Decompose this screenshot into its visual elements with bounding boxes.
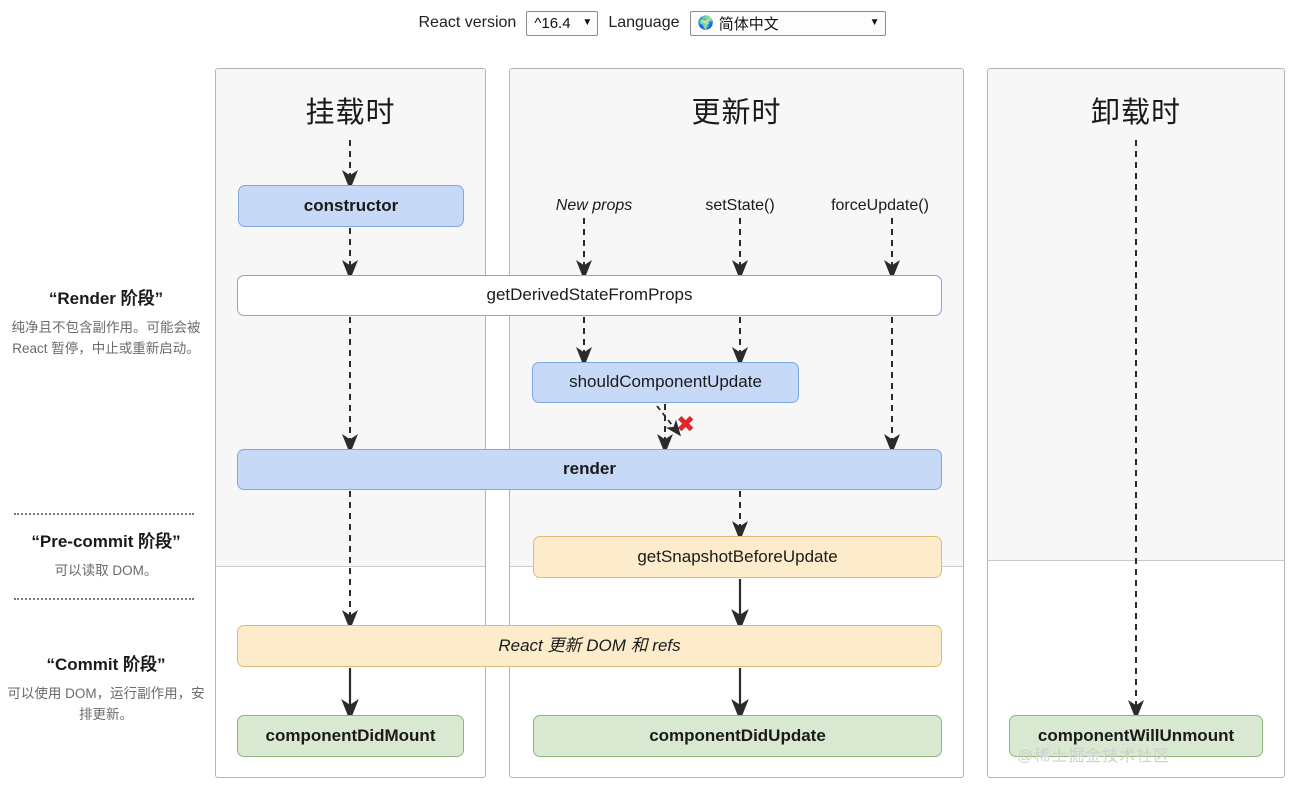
phase-desc-commit: 可以使用 DOM，运行副作用，安排更新。 [7, 686, 205, 722]
phase-divider-top [14, 513, 194, 515]
node-get-snapshot-before-update[interactable]: getSnapshotBeforeUpdate [533, 536, 942, 578]
phase-title-render: “Render 阶段” [48, 289, 164, 308]
chevron-down-icon: ▼ [582, 17, 593, 28]
skip-render-x-icon: ✖ [676, 411, 696, 437]
node-should-component-update[interactable]: shouldComponentUpdate [532, 362, 799, 403]
react-version-select[interactable]: ^16.4 ▼ [526, 10, 599, 36]
phase-desc-render: 纯净且不包含副作用。可能会被 React 暂停，中止或重新启动。 [11, 320, 201, 356]
node-component-did-mount[interactable]: componentDidMount [237, 715, 464, 757]
column-title-unmounting: 卸载时 [1090, 97, 1181, 129]
column-title-mounting: 挂载时 [305, 97, 396, 129]
column-updating: 更新时 [509, 68, 964, 778]
language-value: 简体中文 [718, 15, 779, 33]
phase-title-precommit: “Pre-commit 阶段” [31, 532, 181, 551]
language-label: Language [608, 14, 680, 31]
node-constructor[interactable]: constructor [238, 185, 464, 227]
phase-desc-precommit: 可以读取 DOM。 [54, 563, 158, 578]
chevron-down-icon: ▼ [869, 17, 880, 28]
toolbar: React version ^16.4 ▼ Language 🌍 简体中文 ▼ [0, 0, 1304, 46]
column-title-updating: 更新时 [691, 97, 782, 129]
watermark: @稀土掘金技术社区 [1017, 748, 1171, 765]
trigger-set-state: setState() [705, 197, 775, 214]
column-mounting: 挂载时 [215, 68, 486, 778]
phase-legend-render: “Render 阶段” 纯净且不包含副作用。可能会被 React 暂停，中止或重… [6, 284, 206, 360]
globe-icon: 🌍 [697, 15, 714, 30]
node-component-did-update[interactable]: componentDidUpdate [533, 715, 942, 757]
node-react-updates-dom: React 更新 DOM 和 refs [237, 625, 942, 667]
phase-title-commit: “Commit 阶段” [46, 655, 166, 674]
react-version-label: React version [418, 14, 517, 31]
phase-legend-commit: “Commit 阶段” 可以使用 DOM，运行副作用，安排更新。 [6, 650, 206, 726]
node-get-derived-state-from-props[interactable]: getDerivedStateFromProps [237, 275, 942, 316]
trigger-force-update: forceUpdate() [831, 197, 929, 214]
node-component-will-unmount[interactable]: componentWillUnmount [1009, 715, 1263, 757]
language-select[interactable]: 🌍 简体中文 ▼ [689, 10, 886, 36]
phase-legend-precommit: “Pre-commit 阶段” 可以读取 DOM。 [6, 527, 206, 582]
react-version-value: ^16.4 [534, 14, 571, 32]
column-unmounting: 卸载时 [987, 68, 1285, 778]
trigger-new-props: New props [555, 197, 633, 214]
node-render[interactable]: render [237, 449, 942, 490]
phase-divider-bottom [14, 598, 194, 600]
